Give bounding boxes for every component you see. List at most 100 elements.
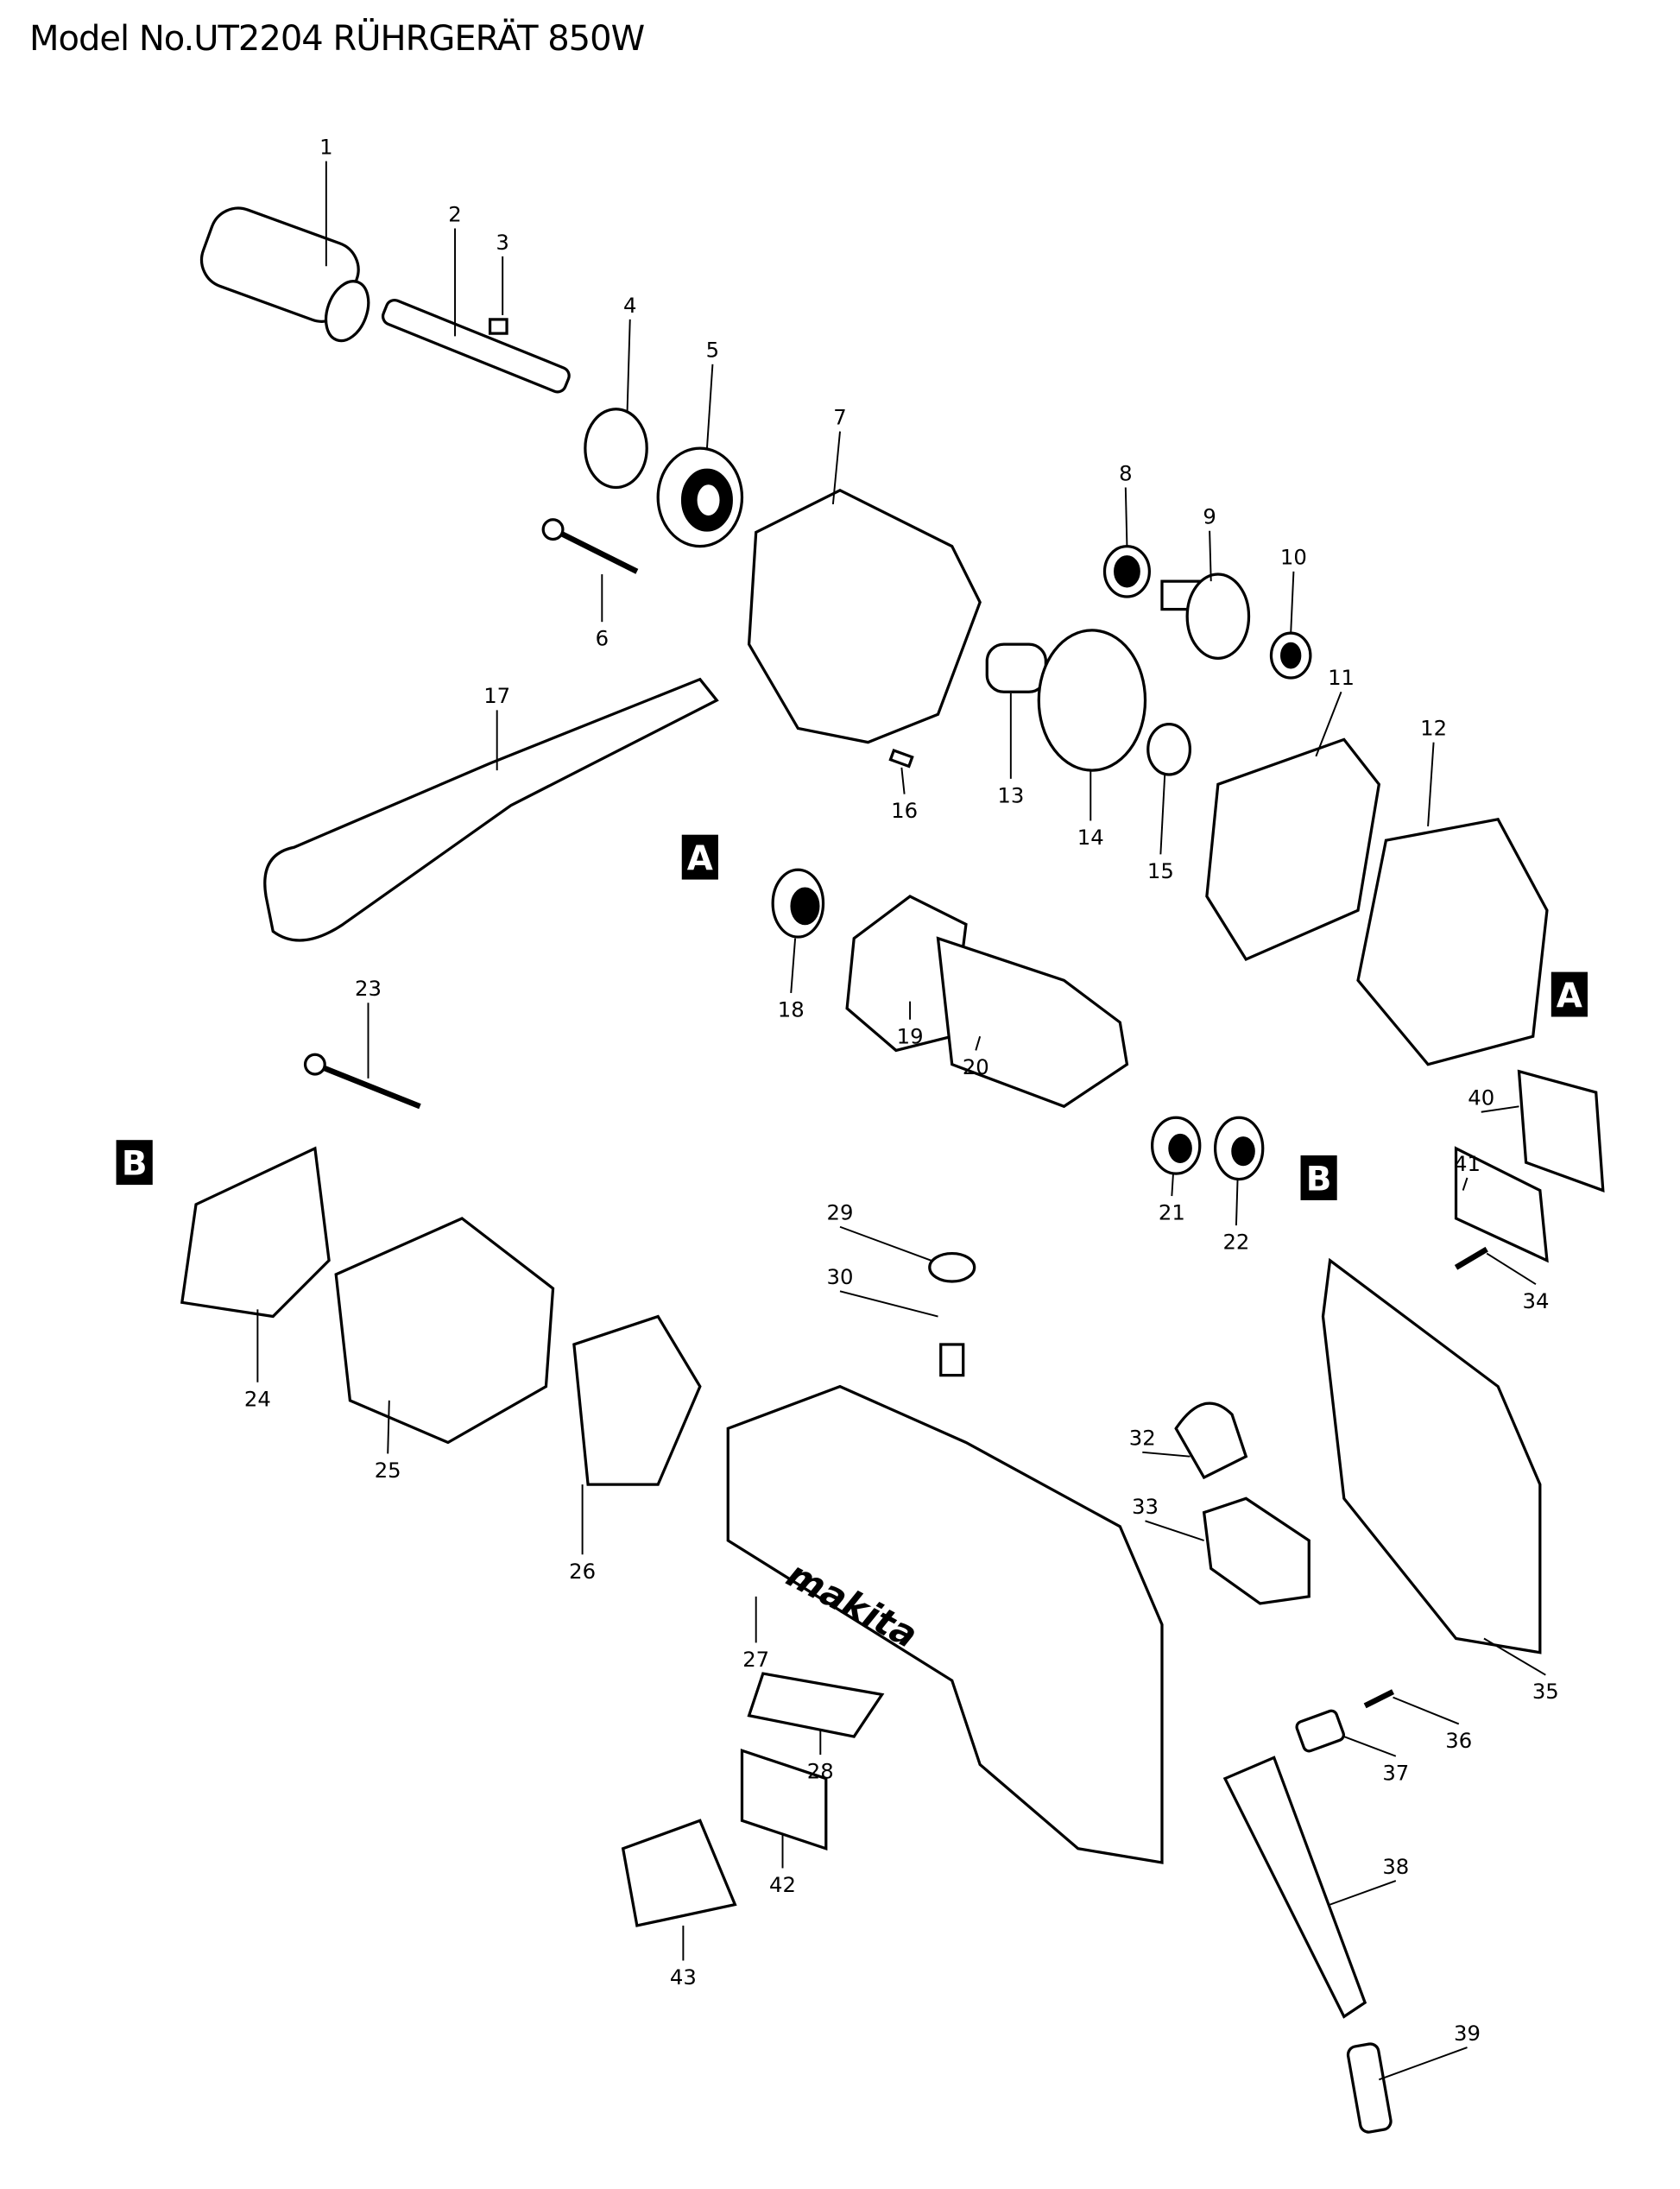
part-20-armature (936, 936, 1129, 1109)
part-number-36: 36 (1445, 1728, 1472, 1753)
part-8-bearing (1102, 544, 1152, 598)
leader-line-21 (1171, 1174, 1174, 1197)
part-33-switch (1202, 1496, 1311, 1605)
part-number-15: 15 (1147, 858, 1174, 883)
leader-line-4 (626, 319, 631, 414)
part-35-handle-cover (1321, 1257, 1542, 1654)
part-26-brush-holder (572, 1314, 702, 1486)
part-number-12: 12 (1420, 716, 1447, 741)
part-25-field (334, 1217, 555, 1445)
part-42-label (740, 1749, 828, 1851)
part-number-26: 26 (569, 1559, 596, 1584)
part-22-bearing (1213, 1116, 1265, 1181)
part-17-side-handle (263, 677, 719, 942)
leader-line-9 (1209, 530, 1212, 582)
leader-line-37 (1343, 1736, 1397, 1757)
leader-line-36 (1393, 1696, 1460, 1725)
part-number-4: 4 (623, 293, 636, 318)
leader-line-15 (1159, 774, 1166, 855)
part-number-11: 11 (1328, 665, 1355, 690)
part-21-bearing (1151, 1116, 1202, 1175)
leader-line-34 (1486, 1252, 1537, 1286)
part-11-gasket (1205, 737, 1381, 962)
part-number-22: 22 (1222, 1230, 1249, 1255)
leader-line-29 (839, 1225, 932, 1262)
part-number-34: 34 (1522, 1288, 1549, 1313)
marker-letter: A (687, 839, 713, 878)
part-number-30: 30 (827, 1264, 854, 1289)
part-number-5: 5 (706, 338, 719, 363)
part-7-gear-housing (747, 488, 982, 744)
part-number-1: 1 (319, 135, 332, 160)
part-34-screw (1454, 1246, 1488, 1270)
marker-letter: A (1557, 977, 1582, 1015)
part-23-screw (303, 1053, 421, 1110)
part-32-cord (1174, 1401, 1248, 1480)
leader-line-8 (1124, 487, 1128, 547)
part-number-9: 9 (1203, 504, 1216, 529)
reference-markers: A A B B (116, 834, 1588, 1200)
part-number-40: 40 (1468, 1085, 1494, 1110)
part-number-13: 13 (997, 782, 1024, 807)
part-18-bearing (771, 868, 825, 939)
part-39-grip (1346, 2042, 1393, 2134)
leader-line-30 (839, 1290, 938, 1318)
leader-line-12 (1427, 742, 1435, 827)
leader-lines (256, 161, 1546, 2081)
part-29-brush-cap (928, 1251, 976, 1283)
part-number-32: 32 (1129, 1426, 1156, 1451)
part-16-pin (888, 748, 914, 769)
part-5-bearing (656, 446, 744, 548)
part-24-baffle (180, 1146, 331, 1319)
part-number-27: 27 (742, 1647, 769, 1672)
part-number-37: 37 (1382, 1760, 1409, 1785)
part-15-ring (1146, 722, 1192, 776)
part-27-motor-housing (726, 1384, 1164, 1864)
marker-letter: B (1306, 1161, 1332, 1199)
part-number-21: 21 (1159, 1200, 1185, 1225)
part-number-10: 10 (1280, 545, 1307, 570)
leader-line-39 (1379, 2047, 1468, 2081)
part-number-14: 14 (1077, 825, 1104, 850)
part-number-33: 33 (1132, 1494, 1159, 1519)
part-number-labels: 1234567891011121314151617181920212223242… (244, 135, 1559, 2046)
part-number-42: 42 (769, 1872, 796, 1897)
part-number-28: 28 (807, 1759, 834, 1784)
part-number-35: 35 (1532, 1679, 1559, 1704)
leader-line-38 (1329, 1880, 1397, 1906)
part-number-19: 19 (897, 1023, 924, 1048)
part-number-43: 43 (670, 1964, 697, 1990)
marker-b: B (1300, 1155, 1337, 1200)
part-38-handle-rod (1222, 1756, 1367, 2019)
part-number-20: 20 (963, 1054, 989, 1079)
part-12-bearing-box (1356, 818, 1549, 1066)
part-40-cover (1517, 1069, 1605, 1193)
leader-line-22 (1235, 1179, 1239, 1226)
part-3-key (488, 318, 508, 335)
part-number-29: 29 (827, 1200, 854, 1225)
part-number-3: 3 (496, 230, 508, 255)
part-4-ring (584, 408, 648, 490)
part-number-23: 23 (355, 976, 382, 1001)
part-1-sleeve (199, 206, 370, 343)
marker-a: A (681, 834, 718, 880)
marker-letter: B (122, 1145, 148, 1184)
part-number-38: 38 (1382, 1854, 1409, 1879)
part-number-17: 17 (483, 683, 510, 708)
part-43-cover (621, 1819, 737, 1927)
part-number-24: 24 (244, 1386, 271, 1411)
leader-line-20 (975, 1035, 982, 1051)
leader-line-35 (1483, 1637, 1546, 1676)
part-14-gear (1037, 629, 1147, 772)
leader-line-5 (705, 364, 714, 449)
marker-b: B (116, 1140, 153, 1186)
leader-line-18 (790, 938, 797, 994)
part-37-nut (1295, 1709, 1345, 1753)
part-number-8: 8 (1119, 460, 1132, 485)
part-30-carbon-brush (939, 1343, 965, 1377)
part-number-7: 7 (833, 405, 846, 430)
leader-line-41 (1462, 1177, 1468, 1191)
part-number-25: 25 (375, 1458, 401, 1483)
part-2-spindle (381, 298, 571, 394)
